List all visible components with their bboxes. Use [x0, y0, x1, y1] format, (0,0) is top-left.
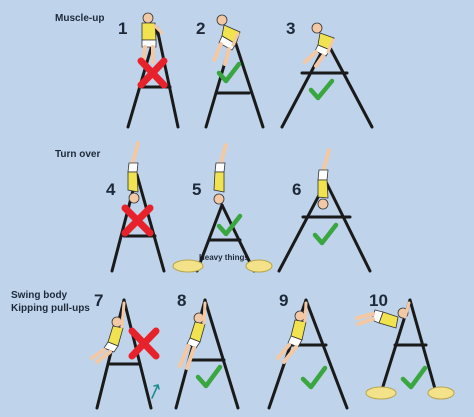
- gymnast-figure-7: [90, 301, 126, 364]
- step-number-7: 7: [94, 291, 104, 310]
- gymnast-figure-4: [127, 141, 140, 204]
- step-number-6: 6: [292, 180, 302, 199]
- green-check-icon: [400, 365, 428, 390]
- gymnast-figure-9: [276, 301, 308, 364]
- step-number-1: 1: [118, 19, 128, 38]
- gymnast-figure-10: [355, 301, 411, 329]
- green-check-icon: [195, 364, 223, 389]
- green-check-icon: [216, 213, 243, 237]
- weight-right: [245, 259, 273, 273]
- gymnast-figure-3: [303, 22, 335, 68]
- red-x-icon: [128, 327, 160, 360]
- section-title-line-1: Swing body: [11, 290, 68, 301]
- green-check-icon: [216, 61, 242, 84]
- a-frame-5: [195, 203, 256, 273]
- green-check-icon: [300, 365, 328, 390]
- gymnast-figure-6: [317, 148, 331, 210]
- step-number-9: 9: [279, 291, 289, 310]
- heavy-things-label: Heavy things: [199, 253, 249, 262]
- a-frame-2: [204, 33, 265, 129]
- red-x-icon: [121, 204, 154, 237]
- step-number-3: 3: [286, 19, 296, 38]
- section-title-line-2: Kipping pull-ups: [11, 303, 90, 314]
- weight-left: [365, 386, 397, 400]
- gymnast-figure-1: [141, 12, 164, 64]
- weight-left: [172, 259, 204, 273]
- step-number-4: 4: [106, 180, 116, 199]
- step-number-8: 8: [177, 291, 187, 310]
- step-number-5: 5: [192, 180, 202, 199]
- step-number-10: 10: [369, 291, 388, 310]
- section-title-turn-over: Turn over: [55, 149, 101, 160]
- gymnast-figure-8: [178, 301, 207, 370]
- section-title-muscle-up: Muscle-up: [55, 13, 105, 24]
- arrow-icon: [151, 384, 160, 399]
- weight-right: [427, 386, 455, 400]
- step-number-2: 2: [196, 19, 206, 38]
- red-x-icon: [137, 57, 168, 89]
- green-check-icon: [312, 222, 339, 246]
- gymnast-figure-5: [213, 143, 228, 205]
- green-check-icon: [308, 78, 335, 101]
- gymnast-figure-2: [212, 14, 241, 66]
- section-title-swing-body: Swing body Kipping pull-ups: [11, 289, 90, 315]
- a-frame-3: [280, 40, 374, 129]
